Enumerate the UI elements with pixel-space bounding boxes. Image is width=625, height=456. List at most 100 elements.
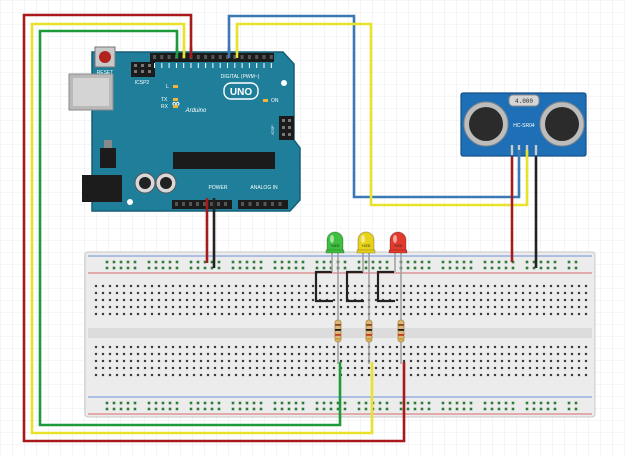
breadboard-hole <box>297 284 301 288</box>
breadboard-hole <box>444 345 448 349</box>
breadboard-hole <box>437 366 441 370</box>
rail-hole <box>112 266 116 270</box>
breadboard-hole <box>451 352 455 356</box>
breadboard-hole <box>178 366 182 370</box>
rail-hole <box>490 407 494 411</box>
breadboard-hole <box>136 345 140 349</box>
breadboard-hole <box>290 359 294 363</box>
breadboard-hole <box>500 359 504 363</box>
breadboard-hole <box>381 312 385 316</box>
breadboard-hole <box>353 312 357 316</box>
rx-led-label: RX <box>161 104 169 110</box>
breadboard-hole <box>129 312 133 316</box>
breadboard-hole <box>416 345 420 349</box>
led-highlight <box>361 235 365 243</box>
usb-connector-inner <box>73 78 109 106</box>
breadboard-hole <box>213 352 217 356</box>
reset-button-cap <box>99 51 111 63</box>
rail-hole <box>133 407 137 411</box>
breadboard-hole <box>206 284 210 288</box>
rail-hole <box>315 260 319 264</box>
breadboard-hole <box>493 345 497 349</box>
breadboard-hole <box>234 373 238 377</box>
breadboard-hole <box>94 298 98 302</box>
breadboard-hole <box>220 284 224 288</box>
breadboard-hole <box>346 373 350 377</box>
resistor-band <box>335 329 341 331</box>
breadboard-hole <box>136 305 140 309</box>
breadboard-hole <box>241 305 245 309</box>
rail-hole <box>105 260 109 264</box>
breadboard-hole <box>500 373 504 377</box>
rail-hole <box>210 401 214 405</box>
rail-hole <box>448 401 452 405</box>
breadboard-hole <box>304 345 308 349</box>
breadboard-hole <box>276 298 280 302</box>
breadboard-hole <box>241 373 245 377</box>
breadboard-hole <box>584 298 588 302</box>
icsp2-label: ICSP2 <box>135 80 150 86</box>
breadboard-hole <box>430 305 434 309</box>
resistor-band <box>366 324 372 326</box>
breadboard-hole <box>143 312 147 316</box>
breadboard-hole <box>528 298 532 302</box>
pin-label-tick <box>212 63 214 68</box>
breadboard-hole <box>584 345 588 349</box>
breadboard-hole <box>332 298 336 302</box>
breadboard-hole <box>458 345 462 349</box>
resistor-band <box>366 338 372 340</box>
breadboard-hole <box>325 345 329 349</box>
rail-hole <box>420 266 424 270</box>
breadboard-hole <box>493 366 497 370</box>
breadboard-hole <box>115 359 119 363</box>
breadboard-hole <box>171 366 175 370</box>
breadboard-hole <box>248 291 252 295</box>
breadboard-hole <box>157 284 161 288</box>
breadboard-hole <box>374 284 378 288</box>
breadboard-hole <box>276 359 280 363</box>
led-body <box>389 231 407 253</box>
yellow-led-signal-wire <box>30 22 374 435</box>
led-highlight <box>393 235 397 243</box>
rail-hole <box>567 401 571 405</box>
breadboard-hole <box>157 305 161 309</box>
breadboard-hole <box>276 291 280 295</box>
rail-hole <box>525 401 529 405</box>
rail-hole <box>154 407 158 411</box>
breadboard-hole <box>479 284 483 288</box>
breadboard-hole <box>367 366 371 370</box>
breadboard-hole <box>577 312 581 316</box>
rail-hole <box>196 260 200 264</box>
breadboard-hole <box>129 373 133 377</box>
breadboard-hole <box>101 373 105 377</box>
breadboard-hole <box>115 312 119 316</box>
breadboard-hole <box>388 312 392 316</box>
breadboard-hole <box>157 366 161 370</box>
breadboard-hole <box>171 305 175 309</box>
rail-hole <box>133 260 137 264</box>
rail-hole <box>189 401 193 405</box>
header-pin <box>224 202 227 206</box>
breadboard-hole <box>514 298 518 302</box>
rail-hole <box>504 407 508 411</box>
breadboard-hole <box>234 305 238 309</box>
voltage-regulator-chip <box>100 148 116 168</box>
breadboard-hole <box>563 291 567 295</box>
rail-hole <box>539 407 543 411</box>
breadboard-hole <box>213 359 217 363</box>
breadboard-hole <box>514 284 518 288</box>
rail-hole <box>315 407 319 411</box>
rail-hole <box>301 266 305 270</box>
breadboard-hole <box>325 291 329 295</box>
breadboard-hole <box>318 305 322 309</box>
breadboard-hole <box>451 305 455 309</box>
rail-hole <box>294 266 298 270</box>
pin-label-tick <box>219 63 221 68</box>
breadboard-hole <box>444 291 448 295</box>
breadboard-hole <box>318 284 322 288</box>
rail-hole <box>469 407 473 411</box>
breadboard-hole <box>577 352 581 356</box>
breadboard-hole <box>423 366 427 370</box>
breadboard-hole <box>304 373 308 377</box>
rail-hole <box>553 266 557 270</box>
